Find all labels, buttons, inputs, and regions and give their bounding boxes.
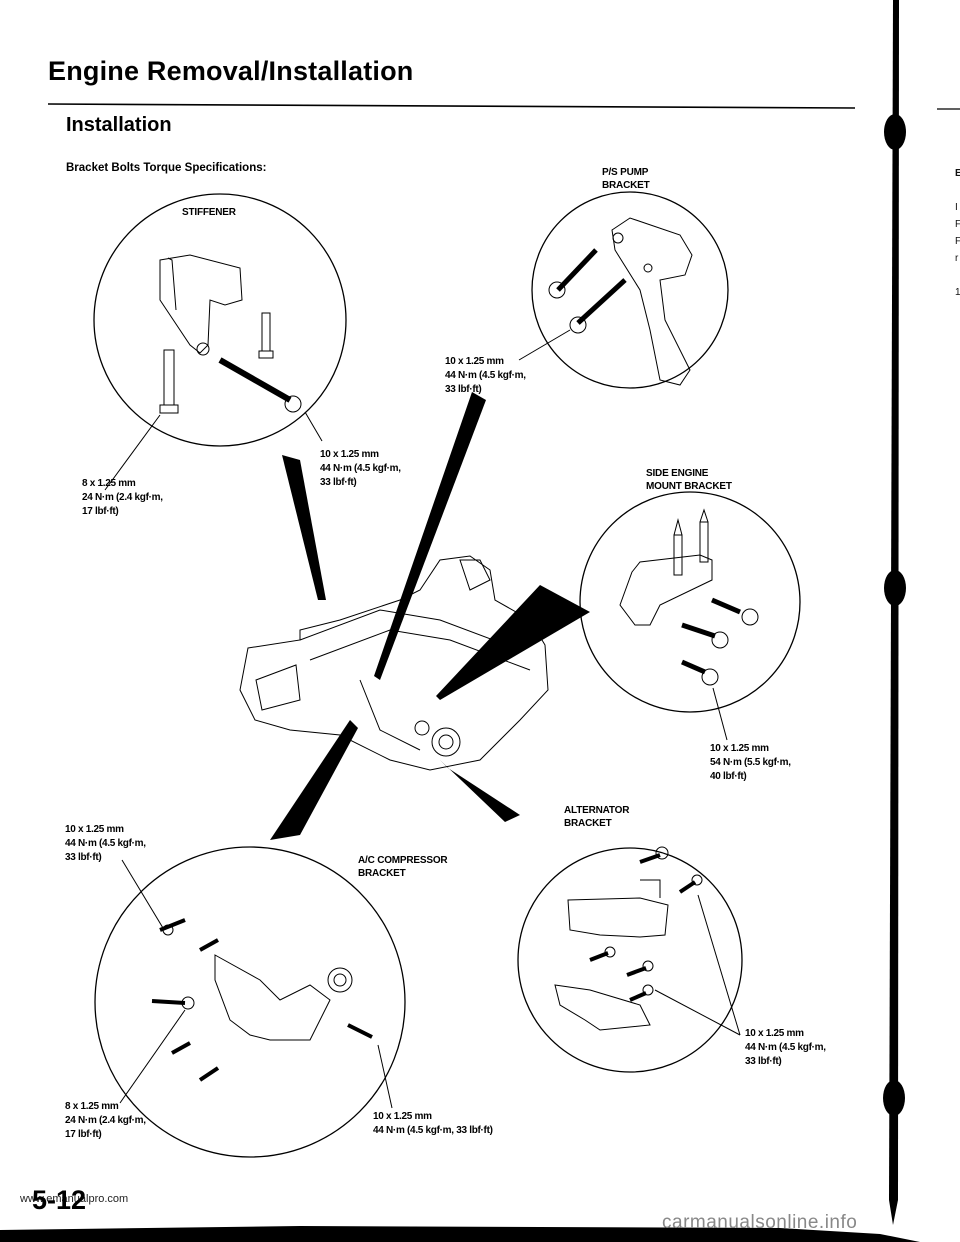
alternator-detail — [517, 846, 743, 1073]
stiffener-label: STIFFENER — [182, 207, 236, 218]
alternator-label: ALTERNATOR BRACKET — [564, 804, 629, 830]
right-page-fragment: F — [955, 236, 960, 247]
spec-torque: 44 N·m (4.5 kgf·m, — [65, 838, 146, 849]
label-line: A/C COMPRESSOR — [358, 855, 448, 866]
spec-torque-lbf: 40 lbf·ft) — [710, 771, 747, 782]
alternator-spec-10mm: 10 x 1.25 mm 44 N·m (4.5 kgf·m, 33 lbf·f… — [745, 1027, 826, 1069]
spec-torque-lbf: 17 lbf·ft) — [65, 1129, 102, 1140]
spec-torque: 44 N·m (4.5 kgf·m, — [320, 463, 401, 474]
label-line: MOUNT BRACKET — [646, 481, 732, 492]
right-page-fragment: F — [955, 219, 960, 230]
stiffener-spec-10mm: 10 x 1.25 mm 44 N·m (4.5 kgf·m, 33 lbf·f… — [320, 448, 401, 490]
label-line: BRACKET — [564, 818, 612, 829]
side-engine-mount-label: SIDE ENGINE MOUNT BRACKET — [646, 467, 732, 493]
spec-size: 8 x 1.25 mm — [82, 478, 136, 489]
spec-size: 10 x 1.25 mm — [745, 1028, 804, 1039]
side-mount-spec-10mm: 10 x 1.25 mm 54 N·m (5.5 kgf·m, 40 lbf·f… — [710, 742, 791, 784]
ac-compressor-detail — [94, 846, 406, 1158]
label-line: BRACKET — [358, 868, 406, 879]
label-line: BRACKET — [602, 180, 650, 191]
ac-spec-8mm: 8 x 1.25 mm 24 N·m (2.4 kgf·m, 17 lbf·ft… — [65, 1100, 146, 1142]
right-page-fragment: I — [955, 202, 958, 213]
label-line: SIDE ENGINE — [646, 468, 709, 479]
watermark-link-right[interactable]: carmanualsonline.info — [662, 1212, 858, 1233]
spec-size: 10 x 1.25 mm — [710, 743, 769, 754]
section-title: Installation — [66, 114, 172, 136]
ps-pump-spec-10mm: 10 x 1.25 mm 44 N·m (4.5 kgf·m, 33 lbf·f… — [445, 355, 526, 397]
ac-spec-10mm-upper: 10 x 1.25 mm 44 N·m (4.5 kgf·m, 33 lbf·f… — [65, 823, 146, 865]
spec-torque-lbf: 33 lbf·ft) — [65, 852, 102, 863]
spec-torque-lbf: 33 lbf·ft) — [445, 384, 482, 395]
right-page-fragment: 1 — [955, 287, 960, 298]
spec-torque: 54 N·m (5.5 kgf·m, — [710, 757, 791, 768]
spec-size: 10 x 1.25 mm — [373, 1111, 432, 1122]
ac-compressor-label: A/C COMPRESSOR BRACKET — [358, 854, 448, 880]
right-page-fragment: r — [955, 253, 959, 264]
stiffener-detail — [93, 193, 347, 491]
stiffener-spec-8mm: 8 x 1.25 mm 24 N·m (2.4 kgf·m, 17 lbf·ft… — [82, 477, 163, 519]
spec-torque-lbf: 33 lbf·ft) — [745, 1056, 782, 1067]
watermark-link-left[interactable]: www.emanualpro.com — [20, 1193, 129, 1205]
side-engine-mount-detail — [579, 491, 801, 741]
spec-torque: 44 N·m (4.5 kgf·m, — [745, 1042, 826, 1053]
intro-text: Bracket Bolts Torque Specifications: — [66, 162, 267, 174]
spec-torque: 24 N·m (2.4 kgf·m, — [65, 1115, 146, 1126]
spec-torque: 44 N·m (4.5 kgf·m, 33 lbf·ft) — [373, 1125, 493, 1136]
page-number: 5-12 — [32, 1185, 87, 1215]
spec-size: 10 x 1.25 mm — [445, 356, 504, 367]
ac-spec-10mm-lower: 10 x 1.25 mm 44 N·m (4.5 kgf·m, 33 lbf·f… — [373, 1110, 493, 1138]
ps-pump-label: P/S PUMP BRACKET — [602, 166, 650, 192]
spec-torque-lbf: 17 lbf·ft) — [82, 506, 119, 517]
leader-wedges — [270, 392, 590, 840]
page-title: Engine Removal/Installation — [48, 56, 414, 86]
label-line: P/S PUMP — [602, 167, 649, 178]
spec-size: 10 x 1.25 mm — [65, 824, 124, 835]
label-line: ALTERNATOR — [564, 805, 630, 816]
spec-torque-lbf: 33 lbf·ft) — [320, 477, 357, 488]
header-rule — [47, 103, 856, 109]
engine-illustration — [239, 555, 549, 771]
binding-spine — [883, 0, 906, 1225]
spec-size: 8 x 1.25 mm — [65, 1101, 119, 1112]
spec-torque: 24 N·m (2.4 kgf·m, — [82, 492, 163, 503]
bottom-bar — [0, 1226, 920, 1242]
spec-size: 10 x 1.25 mm — [320, 449, 379, 460]
ps-pump-detail — [518, 191, 729, 389]
right-page-fragment: E — [955, 168, 960, 179]
spec-torque: 44 N·m (4.5 kgf·m, — [445, 370, 526, 381]
